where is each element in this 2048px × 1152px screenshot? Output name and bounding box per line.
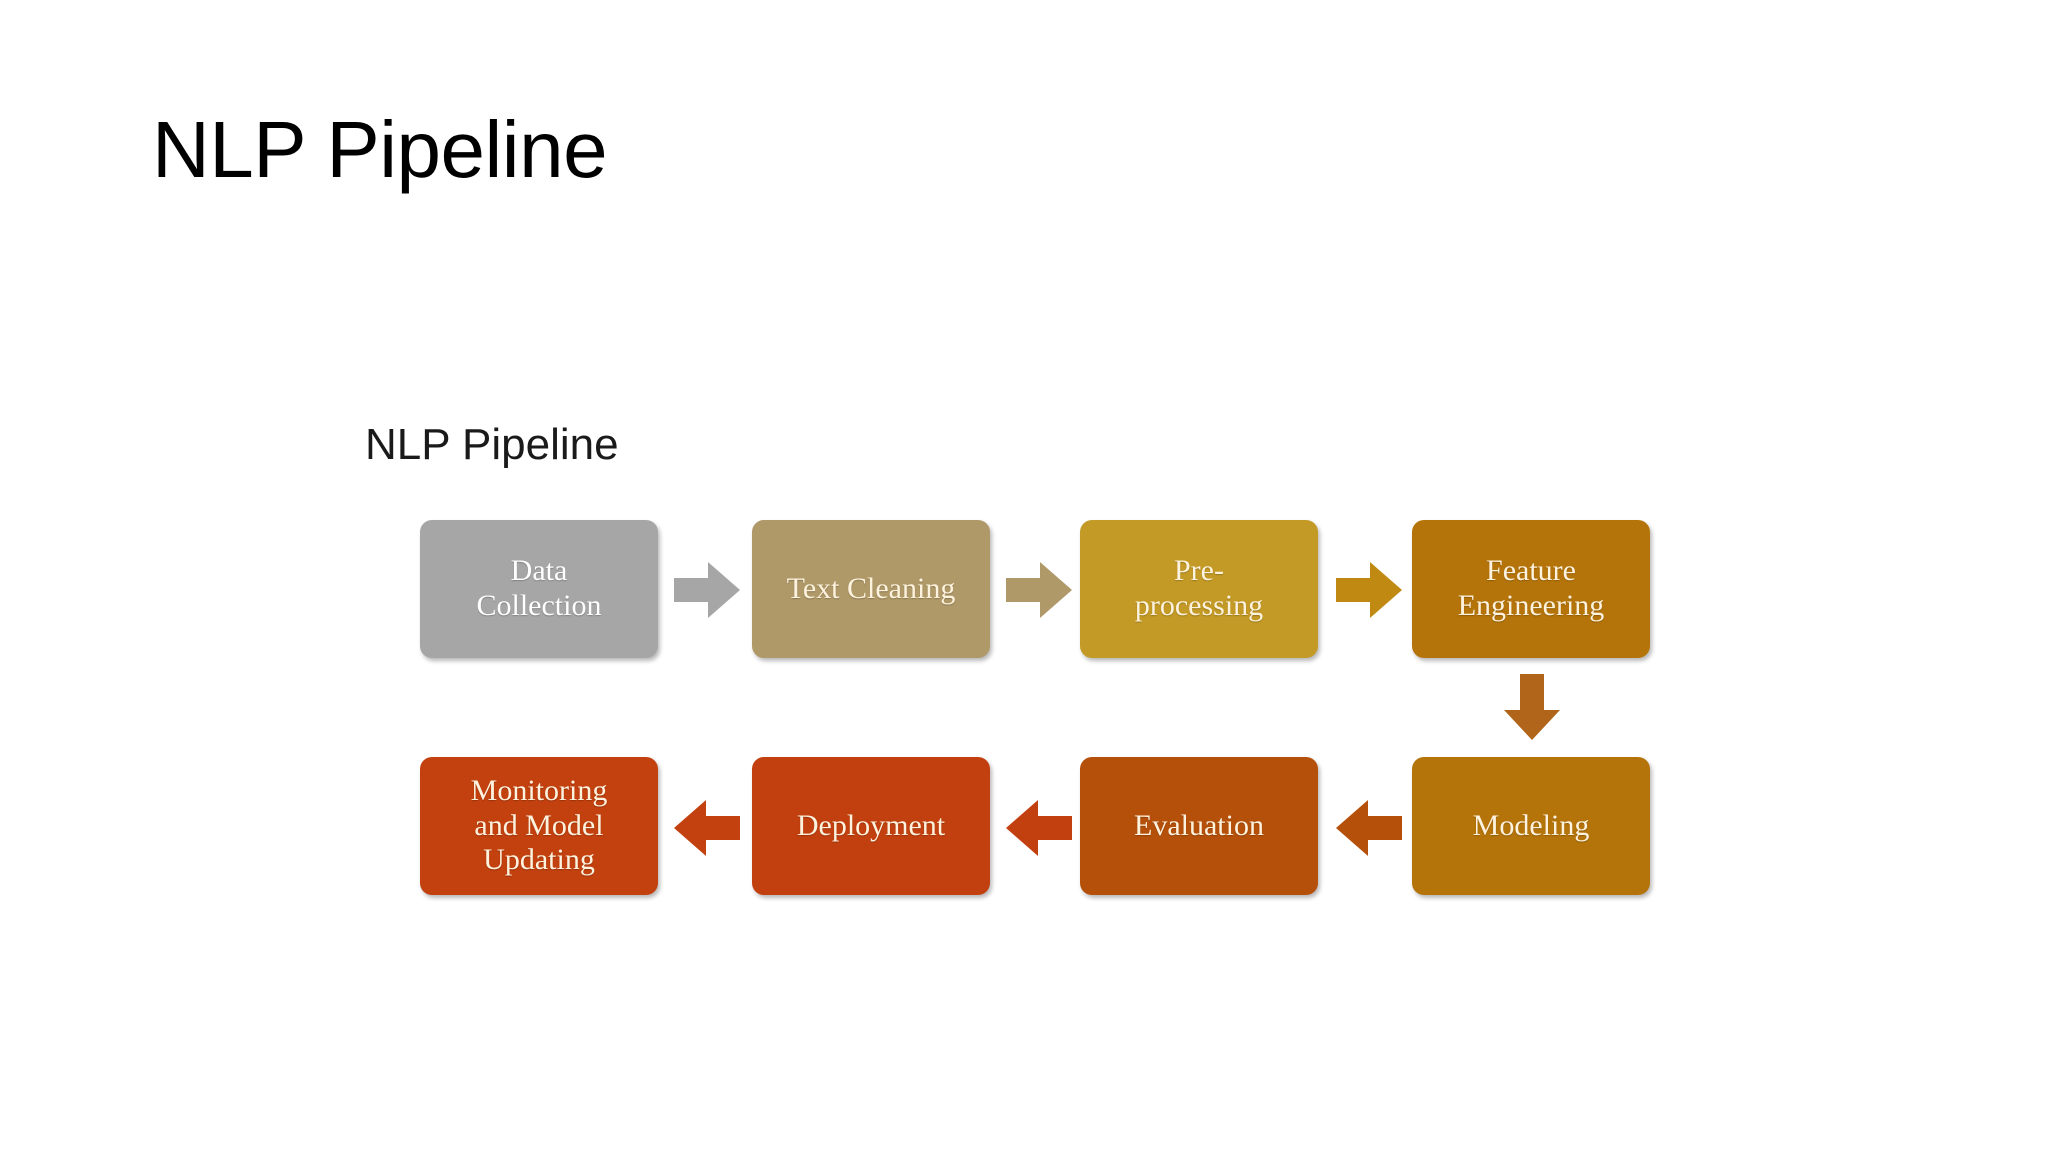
- process-box-label: Evaluation: [1134, 808, 1264, 842]
- process-box-label: Modeling: [1472, 808, 1590, 842]
- nlp-pipeline-diagram: NLP Pipeline Data Collection Text Cleani…: [360, 400, 1680, 920]
- process-box-monitoring-and-model-updating[interactable]: Monitoring and Model Updating: [420, 757, 658, 895]
- process-box-deployment[interactable]: Deployment: [752, 757, 990, 895]
- arrow-left-icon-1: [672, 796, 742, 860]
- arrow-left-icon-3: [1334, 796, 1404, 860]
- process-box-text-cleaning[interactable]: Text Cleaning: [752, 520, 990, 658]
- arrow-left-icon-2: [1004, 796, 1074, 860]
- process-box-label: Pre- processing: [1134, 554, 1264, 622]
- process-box-feature-engineering[interactable]: Feature Engineering: [1412, 520, 1650, 658]
- process-box-label: Deployment: [796, 808, 946, 842]
- process-box-label: Feature Engineering: [1457, 554, 1605, 622]
- process-box-label: Data Collection: [476, 554, 602, 622]
- process-box-label: Monitoring and Model Updating: [470, 773, 608, 877]
- page-title: NLP Pipeline: [152, 105, 608, 194]
- arrow-right-icon-3: [1334, 558, 1404, 622]
- process-box-pre-processing[interactable]: Pre- processing: [1080, 520, 1318, 658]
- process-box-modeling[interactable]: Modeling: [1412, 757, 1650, 895]
- process-box-label: Text Cleaning: [786, 571, 956, 605]
- process-box-evaluation[interactable]: Evaluation: [1080, 757, 1318, 895]
- arrow-down-icon: [1500, 672, 1564, 742]
- process-box-data-collection[interactable]: Data Collection: [420, 520, 658, 658]
- arrow-right-icon-2: [1004, 558, 1074, 622]
- diagram-title: NLP Pipeline: [365, 420, 619, 469]
- arrow-right-icon-1: [672, 558, 742, 622]
